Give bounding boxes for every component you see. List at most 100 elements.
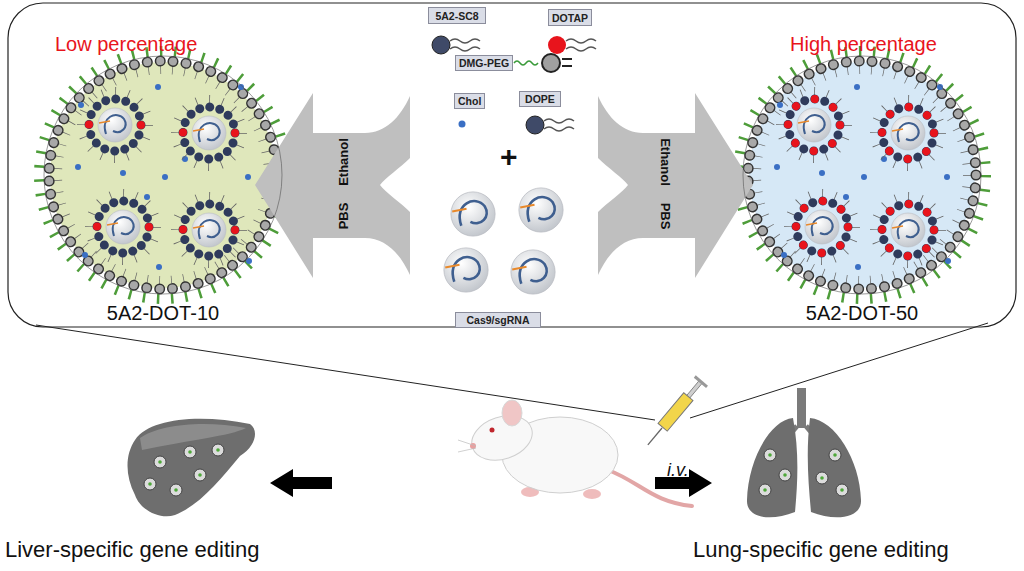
liver <box>212 444 224 456</box>
percentage-label: High percentage <box>790 33 937 56</box>
peg-lipid-icon <box>514 61 538 65</box>
nanoparticle-low <box>81 91 149 159</box>
nanoparticle-border <box>743 56 981 294</box>
dope-icon <box>526 116 544 134</box>
nanoparticle-low <box>39 51 287 299</box>
solvent-label: PBS <box>336 203 351 230</box>
component-box: Cas9/sgRNA <box>455 312 541 328</box>
liver <box>144 478 156 490</box>
lung <box>808 418 861 517</box>
percentage-label: Low percentage <box>55 33 197 56</box>
arrow-shape <box>598 93 753 278</box>
peg-lipid-icon <box>514 54 572 72</box>
direction-arrow <box>270 469 332 497</box>
outcome-label: Liver-specific gene editing <box>5 537 259 563</box>
solvent-label: Ethanol <box>336 138 351 186</box>
mouse <box>466 408 538 467</box>
formulation-name: 5A2-DOT-50 <box>737 302 987 325</box>
ionizable-lipid-icon <box>432 36 450 54</box>
dotap-icon <box>548 36 566 54</box>
zoom-line <box>690 323 988 418</box>
nanoparticle-low <box>75 84 252 270</box>
component-name: DMG-PEG <box>459 57 509 69</box>
nanoparticle-high <box>874 196 942 264</box>
solvent-label: Ethanol <box>658 138 673 186</box>
component-name: Chol <box>458 95 481 107</box>
nanoparticle-low <box>175 99 243 167</box>
liver <box>128 419 256 516</box>
component-name: 5A2-SC8 <box>435 10 478 22</box>
lung <box>836 484 848 496</box>
dotap-icon <box>566 39 596 51</box>
arrow-outline <box>255 88 410 283</box>
nanoparticle-high <box>874 99 942 167</box>
lung <box>747 388 861 517</box>
lung <box>816 472 828 484</box>
nanoparticle-high <box>780 91 848 159</box>
nanoparticle-outline <box>737 50 987 328</box>
formulation-name: 5A2-DOT-10 <box>38 302 288 325</box>
syringe <box>648 428 662 445</box>
liver <box>154 456 166 468</box>
lung <box>759 484 771 496</box>
liver <box>194 469 206 481</box>
ionizable-lipid-icon <box>432 36 480 54</box>
component-box: DMG-PEG <box>455 55 513 71</box>
nanoparticle-outline <box>38 50 288 328</box>
cholesterol-icon <box>459 121 466 128</box>
nanoparticle: 5A2-DOT-10 <box>38 50 288 328</box>
cas9-icons <box>511 250 555 294</box>
zoom-line <box>36 325 655 420</box>
syringe <box>658 393 693 431</box>
component-name: DOTAP <box>552 12 588 24</box>
nanoparticle-high <box>788 193 856 261</box>
mouse <box>458 400 692 506</box>
syringe <box>642 375 708 450</box>
mouse <box>458 440 476 452</box>
nanoparticle-high <box>738 51 986 299</box>
syringe <box>694 375 708 388</box>
cas9-icons <box>519 188 563 232</box>
cas9-icons <box>444 248 488 292</box>
nanoparticle-low <box>39 51 287 299</box>
lung <box>747 418 797 517</box>
dotap-icon <box>548 36 596 54</box>
nanoparticle: 5A2-DOT-50 <box>737 50 987 328</box>
liver <box>184 446 196 458</box>
component-box: DOPE <box>519 91 561 107</box>
mouse <box>502 400 522 426</box>
liver <box>140 424 246 450</box>
arrow-shape <box>255 93 410 278</box>
process-arrow: EthanolPBS <box>255 88 410 283</box>
syringe <box>686 381 702 399</box>
nanoparticle-border <box>44 56 282 294</box>
dope-icon <box>544 119 574 131</box>
lung <box>779 469 791 481</box>
lung <box>829 449 841 461</box>
peg-lipid-icon <box>562 59 572 66</box>
panel-frame <box>8 3 1016 327</box>
ionizable-lipid-icon <box>450 39 480 51</box>
cas9-icons <box>444 188 563 294</box>
component-name: Cas9/sgRNA <box>466 314 529 326</box>
process-arrow: EthanolPBS <box>598 88 753 283</box>
nanoparticle-high <box>774 84 951 270</box>
plus-sign: + <box>500 140 518 174</box>
dope-icon <box>526 116 574 134</box>
liver <box>128 419 256 516</box>
lung <box>764 449 776 461</box>
solvent-label: PBS <box>658 203 673 230</box>
component-box: Chol <box>454 93 485 109</box>
nanoparticle-low <box>89 193 157 261</box>
component-box: 5A2-SC8 <box>428 7 486 24</box>
mouse <box>583 489 601 499</box>
component-name: DOPE <box>525 93 555 105</box>
cas9-icons <box>451 192 495 236</box>
route-label: i.v. <box>667 460 689 481</box>
nanoparticle-low <box>175 196 243 264</box>
outcome-label: Lung-specific gene editing <box>693 537 949 563</box>
